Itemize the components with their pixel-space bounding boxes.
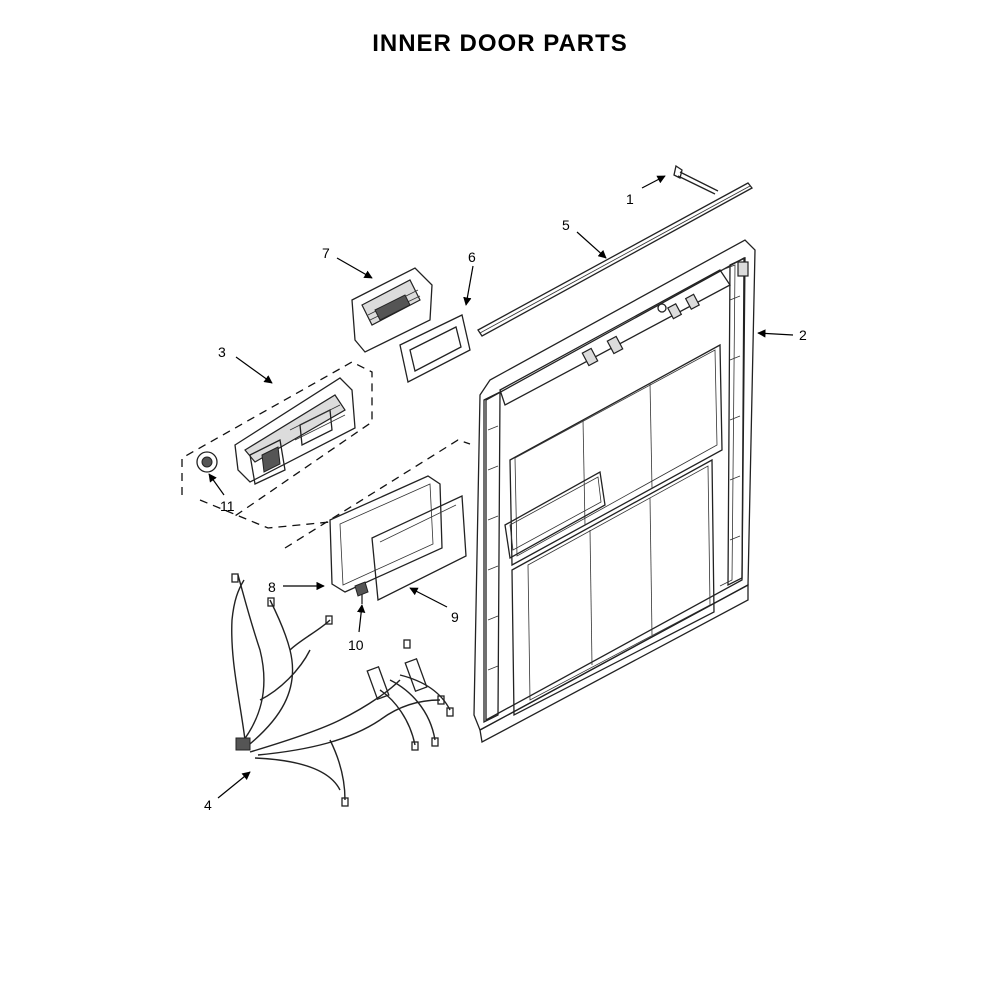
leader-1 — [641, 175, 666, 189]
part-3-dispenser-assembly — [234, 377, 356, 485]
leader-11 — [208, 473, 225, 496]
callout-5: 5 — [562, 217, 570, 233]
callout-1: 1 — [626, 191, 634, 207]
leader-10 — [356, 604, 366, 633]
part-8-board-frame — [329, 475, 443, 593]
leader-6 — [463, 265, 474, 306]
leader-7 — [336, 257, 373, 279]
leader-3 — [235, 356, 273, 384]
part-6-gasket — [399, 314, 471, 383]
callout-9: 9 — [451, 609, 459, 625]
callout-2: 2 — [799, 327, 807, 343]
part-4-wire-harness — [231, 573, 454, 807]
callout-4: 4 — [204, 797, 212, 813]
leader-4 — [217, 771, 251, 799]
part-11-knob — [196, 451, 218, 473]
callout-11: 11 — [220, 498, 235, 514]
callout-8: 8 — [268, 579, 276, 595]
leader-2 — [757, 329, 794, 338]
part-5-trim-strip — [477, 182, 753, 337]
part-1-screw — [673, 164, 719, 195]
part-2-inner-door — [473, 239, 756, 743]
part-10-screw — [354, 581, 369, 604]
dashed-outline-board — [199, 439, 471, 549]
dashed-outline-dispenser — [181, 361, 373, 519]
diagram-title: INNER DOOR PARTS — [372, 30, 628, 57]
callout-7: 7 — [322, 245, 330, 261]
part-9-control-board — [371, 495, 467, 602]
callout-6: 6 — [468, 249, 476, 265]
callout-3: 3 — [218, 344, 226, 360]
leader-9 — [409, 587, 448, 608]
callout-10: 10 — [348, 637, 364, 653]
part-7-dispenser-lid — [351, 267, 433, 353]
leader-5 — [576, 231, 607, 259]
